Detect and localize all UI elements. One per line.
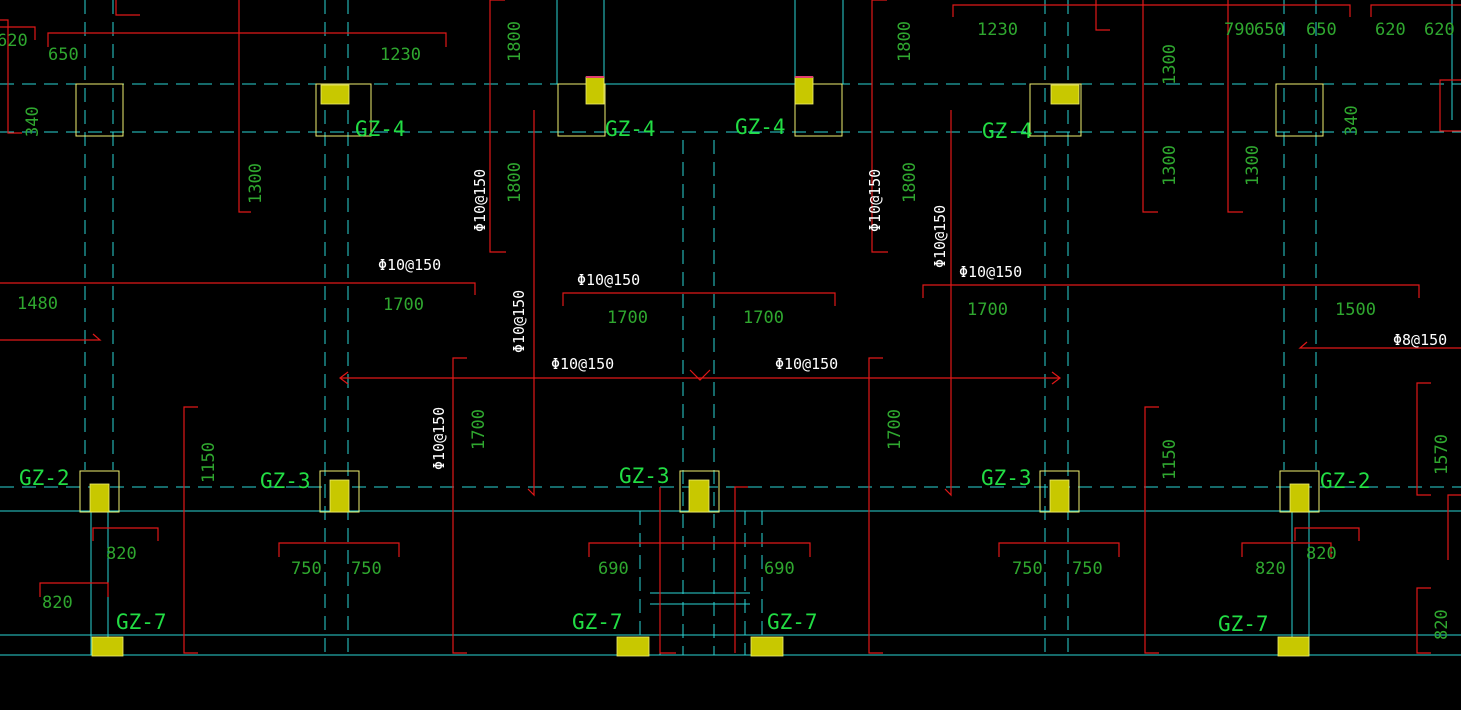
rebar-note: Φ10@150 [551,355,614,373]
dimension-label: 340 [23,106,43,137]
column-label: GZ-7 [572,610,623,634]
column-label: GZ-7 [767,610,818,634]
dimension-label: 820 [1432,609,1452,640]
dimension-label: 1700 [743,308,784,328]
dimension-label: 750 [1012,559,1043,579]
column-labels: GZ-4 GZ-4 GZ-4 GZ-4 GZ-2 GZ-3 GZ-3 GZ-3 … [19,115,1371,636]
dimension-label: 1570 [1432,434,1452,475]
rebar-note-vertical: Φ10@150 [430,407,448,470]
dimension-lines [0,0,1461,654]
column-label: GZ-3 [260,469,311,493]
dimension-label: 1300 [1160,44,1180,85]
dimension-label: 650 [1306,20,1337,40]
dimension-label: 620 [0,31,28,51]
dimension-label: 1500 [1335,300,1376,320]
dimension-label: 820 [1306,544,1337,564]
dimension-label: 620 [1424,20,1455,40]
rebar-note: Φ10@150 [959,263,1022,281]
dimension-label: 1150 [1160,439,1180,480]
dimension-label: 750 [291,559,322,579]
dimension-label: 1800 [505,21,525,62]
rebar-note: Φ10@150 [577,271,640,289]
dimension-label: 650 [48,45,79,65]
rebar-notes: Φ10@150 Φ10@150 Φ10@150 Φ10@150 Φ10@150 … [378,169,1447,470]
column-label: GZ-7 [116,610,167,634]
column-label: GZ-3 [619,464,670,488]
dimension-label: 1300 [246,163,266,204]
column-outlines [75,83,1324,513]
column-label: GZ-4 [355,117,406,141]
dimension-label: 750 [351,559,382,579]
dimension-label: 790 [1224,20,1255,40]
dimension-label: 1700 [469,409,489,450]
dimension-label: 1800 [900,162,920,203]
column-label: GZ-3 [981,466,1032,490]
rebar-note-vertical: Φ10@150 [510,290,528,353]
column-label: GZ-7 [1218,612,1269,636]
dimension-label: 340 [1342,105,1362,136]
dimension-label: 1300 [1160,145,1180,186]
dimension-label: 820 [106,544,137,564]
rebar-note: Φ10@150 [775,355,838,373]
dimension-label: 1230 [380,45,421,65]
rebar-note-vertical: Φ10@150 [471,169,489,232]
dimension-label: 690 [598,559,629,579]
dimension-label: 820 [42,593,73,613]
column-cores [89,76,1310,657]
column-label: GZ-4 [982,119,1033,143]
dimension-label: 1300 [1243,145,1263,186]
column-label: GZ-2 [1320,469,1371,493]
rebar-note-vertical: Φ10@150 [931,205,949,268]
rebar-note-vertical: Φ10@150 [866,169,884,232]
dimension-label: 1700 [885,409,905,450]
dimension-label: 650 [1254,20,1285,40]
vertical-axes [84,0,1317,655]
dimension-label: 690 [764,559,795,579]
column-label: GZ-2 [19,466,70,490]
column-label: GZ-4 [735,115,786,139]
dimension-label: 1480 [17,294,58,314]
dimension-label: 620 [1375,20,1406,40]
dimension-label: 1700 [967,300,1008,320]
dimension-label: 1150 [199,442,219,483]
dimension-label: 1800 [505,162,525,203]
column-label: GZ-4 [605,117,656,141]
dimension-label: 1800 [895,21,915,62]
dimension-label: 820 [1255,559,1286,579]
solid-vertical-lines [90,0,1453,655]
horizontal-axes [0,83,1461,656]
dimension-label: 1700 [383,295,424,315]
rebar-note: Φ8@150 [1393,331,1447,349]
dimension-label: 750 [1072,559,1103,579]
rebar-note: Φ10@150 [378,256,441,274]
dimension-label: 1700 [607,308,648,328]
dimension-label: 1230 [977,20,1018,40]
